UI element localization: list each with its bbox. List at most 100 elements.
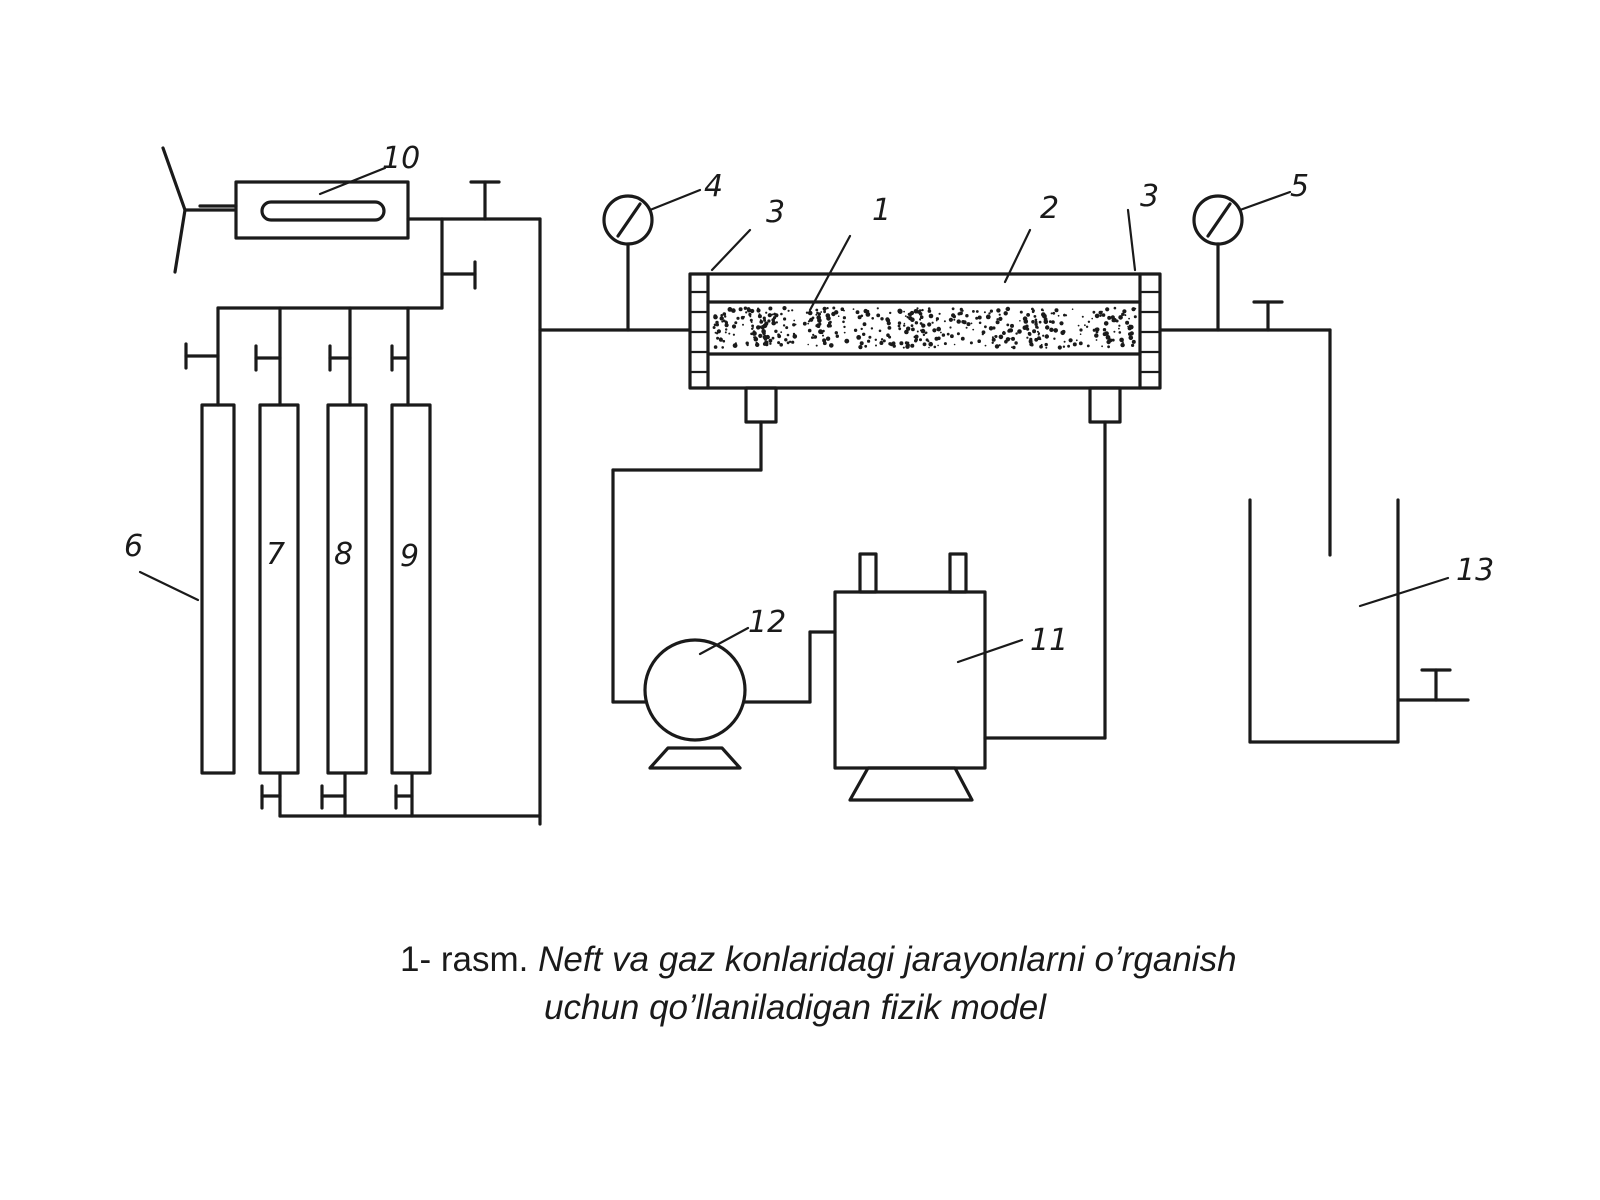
sand-grain xyxy=(858,345,863,350)
sand-grain xyxy=(994,335,998,338)
sand-grain xyxy=(855,310,860,315)
sand-grain xyxy=(1053,328,1058,333)
sand-grain xyxy=(826,307,829,310)
sand-grain xyxy=(1131,307,1136,312)
sand-grain xyxy=(822,341,827,346)
sand-grain xyxy=(782,306,787,311)
receiver-13 xyxy=(1248,498,1470,744)
sand-grain xyxy=(1029,342,1034,347)
sand-grain xyxy=(738,307,743,312)
sand-grain xyxy=(794,323,797,326)
vessel-8 xyxy=(320,306,368,818)
sand-grain xyxy=(793,319,796,322)
sand-grain xyxy=(1102,328,1107,332)
sand-grain xyxy=(826,323,831,328)
sand-grain xyxy=(1054,308,1059,313)
sand-grain xyxy=(937,344,939,347)
sand-grain xyxy=(727,307,733,312)
sand-grain xyxy=(1017,329,1022,334)
sand-grain xyxy=(919,338,922,342)
sand-grain xyxy=(774,329,778,333)
sand-grain xyxy=(1005,307,1009,311)
sand-grain xyxy=(813,335,818,339)
sand-grain xyxy=(889,311,892,315)
sand-grain xyxy=(1079,333,1082,336)
sand-grain xyxy=(1022,325,1028,331)
sand-grain xyxy=(807,322,810,325)
sand-grain xyxy=(874,338,877,341)
sand-grain xyxy=(745,311,748,314)
sand-grain xyxy=(853,328,858,332)
sand-grain xyxy=(957,312,961,316)
sand-grain xyxy=(1057,314,1060,317)
label-10: 10 xyxy=(382,141,420,176)
sand-grain xyxy=(728,332,731,335)
sand-grain xyxy=(1003,311,1008,316)
sand-grain xyxy=(1045,325,1050,330)
sand-grain xyxy=(920,328,926,334)
sand-grain xyxy=(919,322,923,325)
sand-grain xyxy=(1105,307,1110,312)
sand-grain xyxy=(938,312,941,315)
sand-grain xyxy=(1053,337,1056,340)
sand-grain xyxy=(1111,318,1116,323)
sand-grain xyxy=(879,341,884,345)
sand-grain xyxy=(1031,310,1035,314)
sand-grain xyxy=(792,334,798,339)
sand-grain xyxy=(777,333,780,337)
sand-grain xyxy=(1068,338,1073,343)
sand-grain xyxy=(916,330,919,333)
sand-grain xyxy=(1107,345,1110,349)
sand-grain xyxy=(731,324,737,329)
sand-grain xyxy=(897,324,901,328)
sand-grain xyxy=(1045,346,1048,349)
sand-grain xyxy=(897,321,902,325)
sand-grain xyxy=(931,321,934,324)
sand-grain xyxy=(785,326,789,330)
sand-grain xyxy=(998,334,1004,340)
sand-grain xyxy=(791,340,795,344)
sand-grain xyxy=(1098,310,1103,315)
sand-grain xyxy=(902,346,905,349)
sand-grain xyxy=(1071,308,1074,311)
sand-grain xyxy=(1131,339,1136,344)
sand-grain xyxy=(815,313,818,316)
sand-grain xyxy=(791,309,794,312)
sand-grain xyxy=(812,333,815,336)
sand-grain xyxy=(898,327,902,331)
sand-grain xyxy=(1033,315,1037,318)
label-3-right: 3 xyxy=(1140,179,1159,214)
sand-grain xyxy=(837,315,840,318)
sand-grain xyxy=(928,341,933,347)
sand-grain xyxy=(1026,313,1030,317)
sand-grain xyxy=(1043,319,1049,325)
sand-grain xyxy=(734,342,737,345)
sand-grain xyxy=(921,308,924,312)
sand-grain xyxy=(1105,335,1111,340)
sand-grain xyxy=(1064,314,1068,317)
sand-grain xyxy=(736,316,740,320)
sand-grain xyxy=(713,323,717,327)
sand-grain xyxy=(757,314,762,319)
flowmeter-10 xyxy=(161,146,410,274)
sand-grain xyxy=(828,321,832,325)
sand-grain xyxy=(862,322,867,327)
sand-grain xyxy=(820,311,823,313)
sand-grain xyxy=(724,315,727,318)
sand-grain xyxy=(1107,315,1112,320)
sand-grain xyxy=(719,316,724,321)
sand-grain xyxy=(998,344,1001,347)
sand-grain xyxy=(876,313,881,318)
sand-grain xyxy=(826,316,831,321)
sand-grain xyxy=(888,335,892,339)
sand-grain xyxy=(829,343,834,348)
sand-grain xyxy=(722,319,726,323)
sand-grain xyxy=(1092,310,1096,314)
core-holder xyxy=(688,208,1162,424)
sand-grain xyxy=(843,309,845,312)
sand-grain xyxy=(1121,342,1124,345)
sand-grain xyxy=(970,322,973,325)
sand-grain xyxy=(1087,320,1091,323)
gas-line-top xyxy=(216,180,542,826)
sand-grain xyxy=(818,329,823,335)
